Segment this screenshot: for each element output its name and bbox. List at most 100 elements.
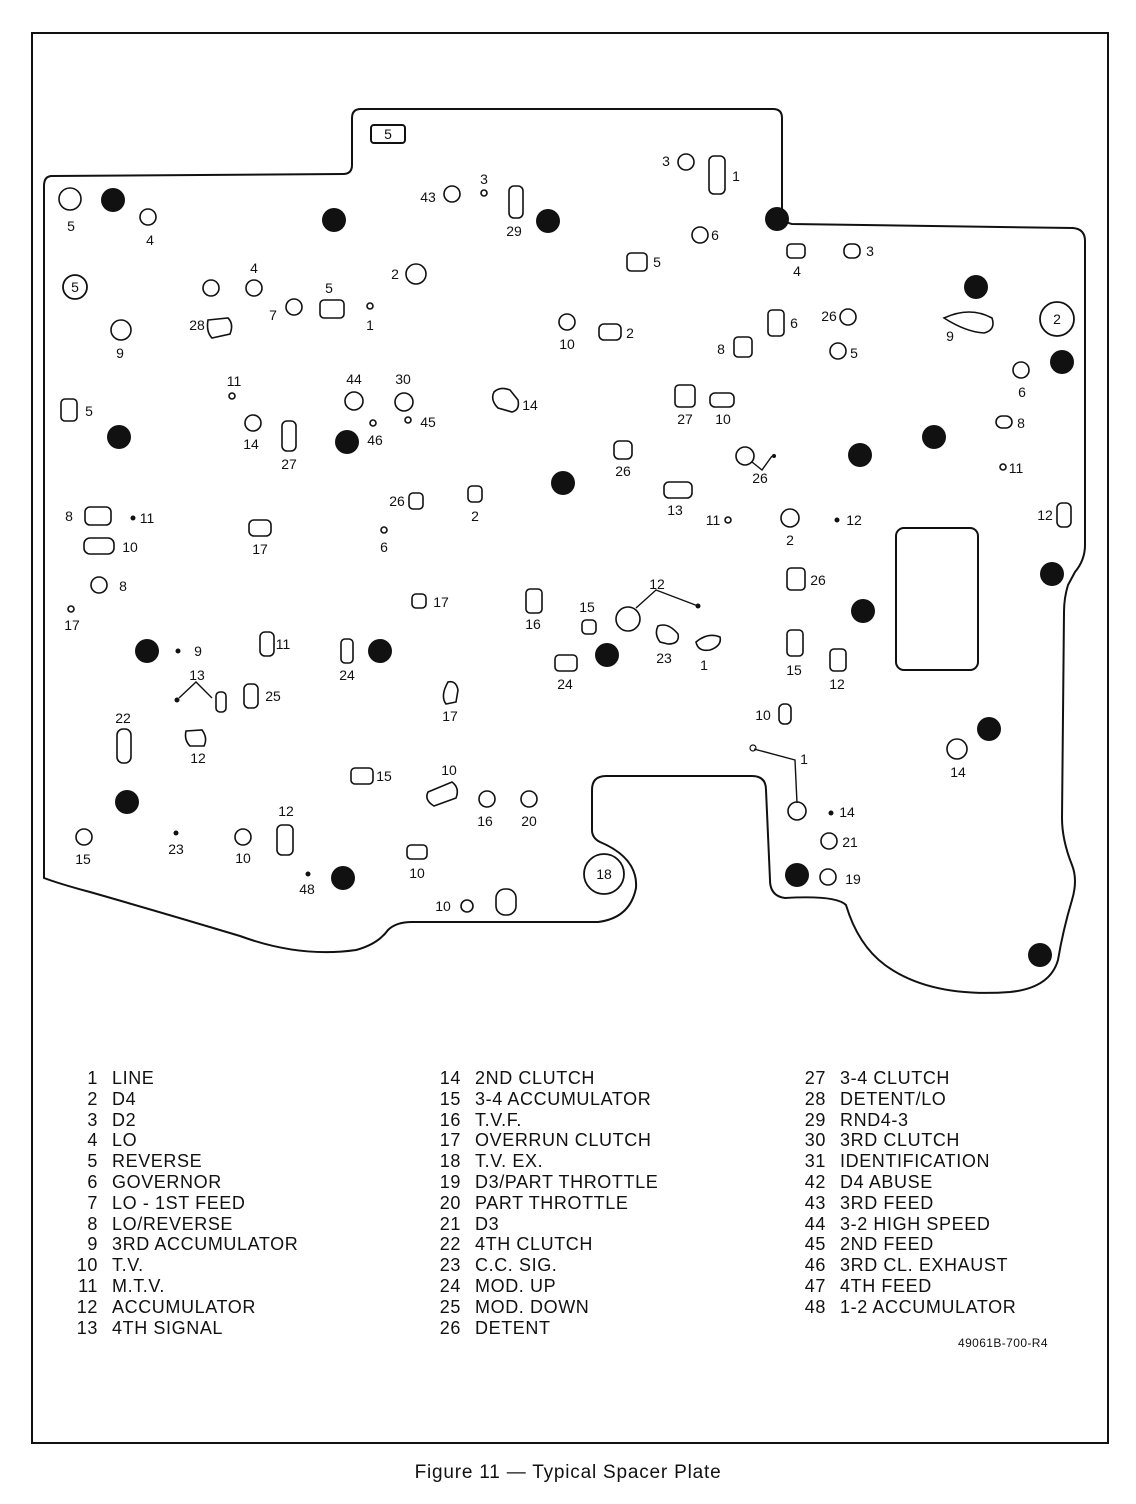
bolt-hole xyxy=(1050,350,1074,374)
port-label: 16 xyxy=(477,813,493,829)
port-label: 11 xyxy=(1009,460,1024,476)
port-label: 10 xyxy=(559,336,575,352)
figure-caption: Figure 11 — Typical Spacer Plate xyxy=(414,1462,722,1483)
port-slot xyxy=(83,537,115,555)
port-dot xyxy=(834,517,840,523)
port-label: 2 xyxy=(626,325,634,341)
bolt-hole xyxy=(922,425,946,449)
port-circle xyxy=(460,899,474,913)
bolt-hole xyxy=(964,275,988,299)
port-4th-clutch-shape xyxy=(442,680,459,705)
legend-label: 4TH SIGNAL xyxy=(112,1317,224,1338)
port-circle xyxy=(67,605,75,613)
boxed-id-18: 18 xyxy=(583,853,625,895)
legend-label: 4TH CLUTCH xyxy=(475,1234,594,1255)
port-label: 11 xyxy=(227,373,242,389)
port-label: 12 xyxy=(1037,507,1053,523)
port-label: 22 xyxy=(115,710,131,726)
port-circle xyxy=(244,414,262,432)
port-label: 9 xyxy=(946,328,954,344)
legend-number: 28 xyxy=(804,1088,826,1109)
port-dot xyxy=(828,810,834,816)
bolt-hole xyxy=(1028,943,1052,967)
port-label: 10 xyxy=(441,762,457,778)
legend-label: LINE xyxy=(112,1068,155,1088)
port-label: 26 xyxy=(615,463,631,479)
port-label: 23 xyxy=(168,841,184,857)
legend-item: 12 ACCUMULATOR xyxy=(58,1297,298,1318)
port-slot xyxy=(495,888,517,916)
legend-label: T.V. EX. xyxy=(475,1151,544,1172)
port-label: 12 xyxy=(829,676,845,692)
legend-number: 47 xyxy=(804,1275,826,1296)
port-label: 4 xyxy=(250,260,258,276)
legend-number: 46 xyxy=(804,1255,826,1276)
legend-number: 10 xyxy=(76,1255,98,1276)
legend-number: 14 xyxy=(439,1068,461,1088)
legend-number: 12 xyxy=(76,1296,98,1317)
port-label: 13 xyxy=(189,667,205,683)
port-circle xyxy=(520,790,538,808)
legend-number: 24 xyxy=(439,1275,461,1296)
legend-label: MOD. UP xyxy=(475,1275,557,1296)
port-slot xyxy=(350,767,374,785)
port-dot xyxy=(173,830,179,836)
port-label: 10 xyxy=(235,850,251,866)
port-circle xyxy=(946,738,968,760)
port-label: 14 xyxy=(243,436,259,452)
port-label: 8 xyxy=(1017,415,1025,431)
legend-label: ACCUMULATOR xyxy=(112,1296,256,1317)
port-label: 12 xyxy=(190,750,206,766)
legend-number: 30 xyxy=(804,1130,826,1151)
leader-2nd-clutch xyxy=(753,748,798,804)
port-label: 5 xyxy=(850,345,858,361)
legend-label: REVERSE xyxy=(112,1151,203,1172)
bolt-hole xyxy=(115,790,139,814)
port-label: 27 xyxy=(677,411,693,427)
legend-item: 5 REVERSE xyxy=(58,1151,298,1172)
leader-end-dot xyxy=(695,603,701,609)
port-circle xyxy=(480,189,488,197)
plate-outline xyxy=(43,108,1086,994)
port-holes xyxy=(58,153,1072,916)
legend-number: 5 xyxy=(87,1151,98,1172)
port-label: 17 xyxy=(433,594,449,610)
port-circle xyxy=(819,868,837,886)
port-label: 26 xyxy=(821,308,837,324)
port-label: 6 xyxy=(711,227,719,243)
port-label: 5 xyxy=(653,254,661,270)
port-circle xyxy=(394,392,414,412)
legend-number: 48 xyxy=(804,1296,826,1317)
port-label: 26 xyxy=(389,493,405,509)
port-circle xyxy=(405,263,427,285)
port-label: 20 xyxy=(521,813,537,829)
port-label: 27 xyxy=(281,456,297,472)
svg-text:5: 5 xyxy=(71,279,79,295)
legend-label: 2ND FEED xyxy=(840,1234,934,1255)
port-label: 8 xyxy=(119,578,127,594)
port-slot xyxy=(408,492,424,510)
bolt-hole xyxy=(536,209,560,233)
leader-mod-down xyxy=(178,681,213,699)
svg-text:2: 2 xyxy=(1053,311,1061,327)
port-slot xyxy=(525,588,543,614)
port-label: 16 xyxy=(525,616,541,632)
port-label: 26 xyxy=(810,572,826,588)
port-label: 17 xyxy=(442,708,458,724)
port-slot xyxy=(786,567,806,591)
legend-label: 3-2 HIGH SPEED xyxy=(840,1213,991,1234)
port-circle xyxy=(380,526,388,534)
port-label: 3 xyxy=(480,171,488,187)
port-circle xyxy=(724,516,732,524)
port-label: 6 xyxy=(1018,384,1026,400)
port-label: 4 xyxy=(793,263,801,279)
